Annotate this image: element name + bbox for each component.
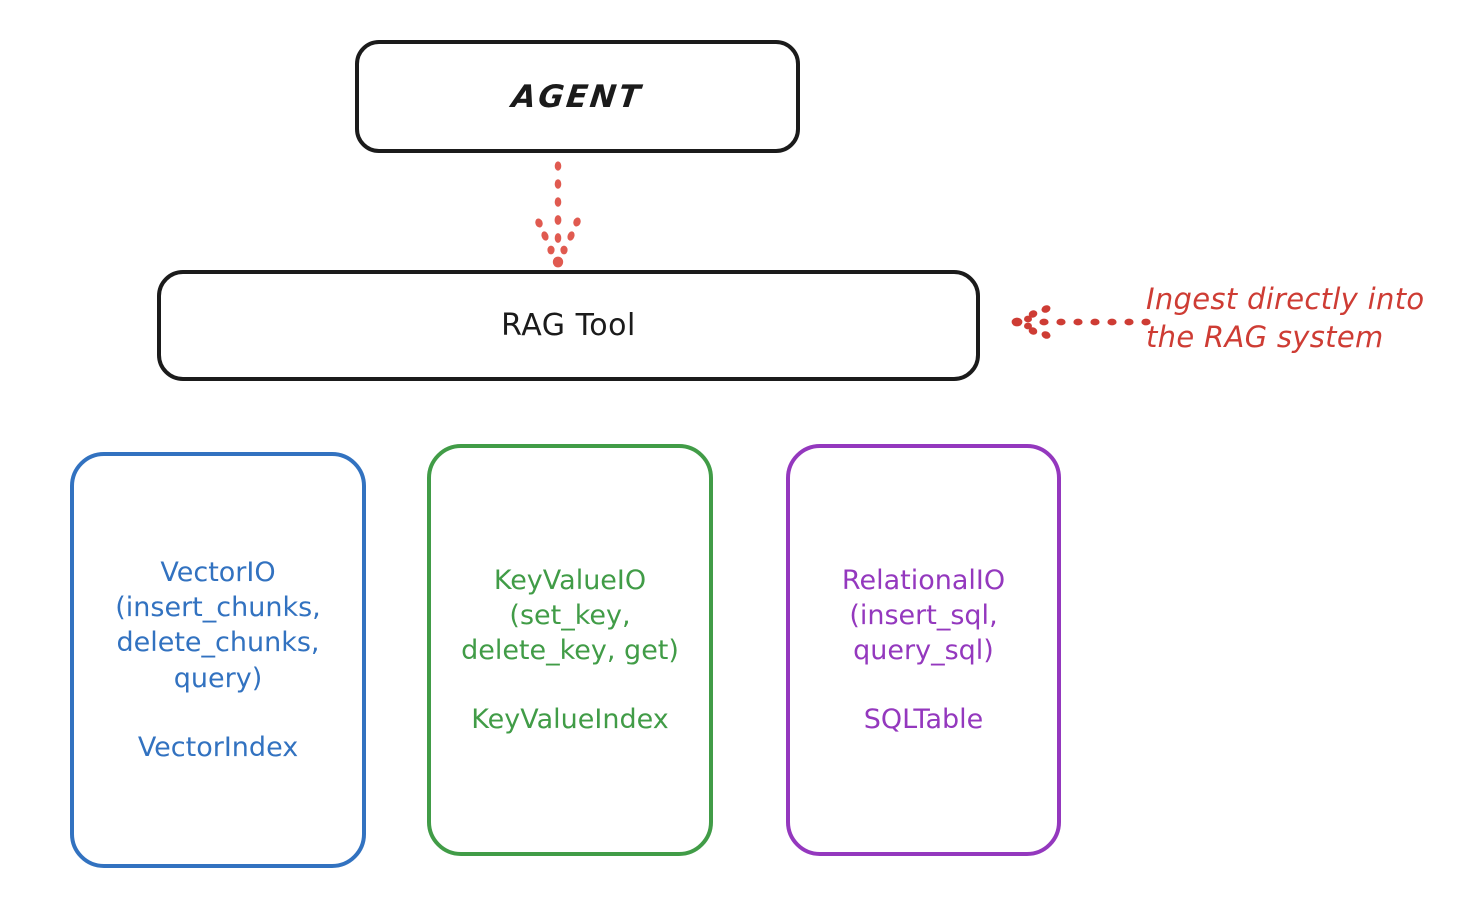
rag-tool-node[interactable]: RAG Tool xyxy=(157,270,980,381)
relational-io-node-sublabel: SQLTable xyxy=(863,704,984,736)
rag-tool-node-label: RAG Tool xyxy=(501,308,636,343)
agent-node-label: AGENT xyxy=(510,78,645,115)
key-value-io-node[interactable]: KeyValueIO (set_key, delete_key, get) Ke… xyxy=(427,444,713,856)
key-value-io-node-sublabel: KeyValueIndex xyxy=(471,704,669,736)
ingest-to-rag-tool-arrow xyxy=(1011,305,1151,339)
agent-node[interactable]: AGENT xyxy=(355,40,800,153)
vector-io-node-sublabel: VectorIndex xyxy=(137,731,299,763)
ingest-annotation-text: Ingest directly into the RAG system xyxy=(1146,282,1425,354)
vector-io-node-label: VectorIO (insert_chunks, delete_chunks, … xyxy=(115,557,321,694)
agent-to-rag-tool-arrow xyxy=(535,161,581,268)
relational-io-node-label: RelationalIO (insert_sql, query_sql) xyxy=(841,564,1006,666)
key-value-io-node-label: KeyValueIO (set_key, delete_key, get) xyxy=(461,564,679,666)
relational-io-node[interactable]: RelationalIO (insert_sql, query_sql) SQL… xyxy=(786,444,1061,856)
vector-io-node[interactable]: VectorIO (insert_chunks, delete_chunks, … xyxy=(70,452,366,868)
